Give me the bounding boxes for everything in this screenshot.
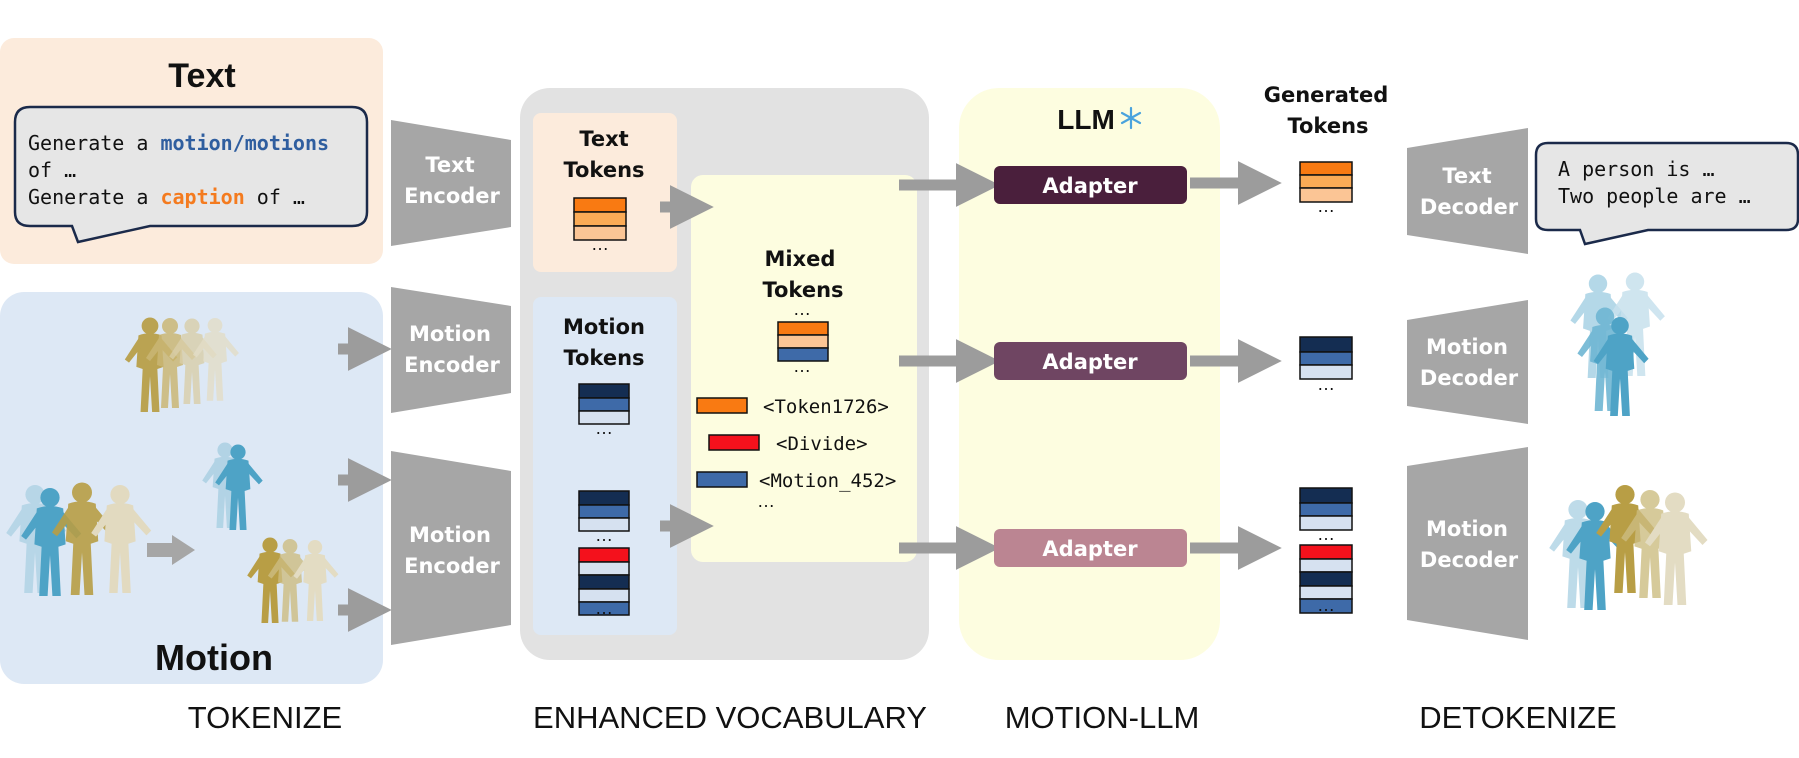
output-motion-figures-mixed — [1549, 485, 1708, 610]
caption-line1: A person is … — [1558, 157, 1715, 181]
svg-text:…: … — [793, 356, 811, 376]
svg-text:Decoder: Decoder — [1420, 195, 1519, 219]
svg-text:…: … — [595, 525, 613, 545]
output-motion-figures-blue — [1570, 272, 1665, 416]
svg-text:Generate a motion/motions: Generate a motion/motions — [28, 131, 329, 155]
mixed-tokens-panel — [691, 175, 917, 562]
motion-decoder-2: Motion Decoder — [1407, 447, 1528, 640]
caption-line2: Two people are … — [1558, 184, 1751, 208]
svg-text:Encoder: Encoder — [404, 554, 500, 578]
mixed-token-stack — [777, 321, 829, 362]
svg-text:…: … — [595, 418, 613, 438]
svg-text:Generate a caption of …: Generate a caption of … — [28, 185, 305, 209]
snowflake-icon — [1120, 106, 1142, 130]
section-label-tokenize: TOKENIZE — [188, 700, 342, 735]
motion-token-stack-3 — [578, 547, 630, 616]
generated-text-tokens — [1299, 161, 1353, 203]
motion-decoder-1: Motion Decoder — [1407, 300, 1528, 424]
sequence-arrow — [147, 535, 195, 565]
svg-text:Decoder: Decoder — [1420, 366, 1519, 390]
motion-token-stack-2 — [578, 490, 630, 532]
token-motion-example: <Motion_452> — [759, 470, 896, 492]
section-label-enhanced-vocabulary: ENHANCED VOCABULARY — [533, 700, 927, 735]
svg-text:Decoder: Decoder — [1420, 548, 1519, 572]
svg-text:Tokens: Tokens — [1287, 114, 1368, 138]
prompt-speech-bubble: Generate a motion/motions of … Generate … — [13, 105, 369, 244]
text-decoder: Text Decoder — [1407, 128, 1528, 254]
motion-encoder-2: Motion Encoder — [391, 451, 511, 645]
svg-text:…: … — [1317, 524, 1335, 544]
ellipsis: … — [591, 234, 609, 254]
adapter-text: Adapter — [994, 166, 1187, 204]
svg-text:…: … — [1317, 196, 1335, 216]
generated-divided-tokens — [1299, 544, 1353, 614]
mixed-tokens-label: Mixed — [765, 247, 836, 271]
caption-speech-bubble: A person is … Two people are … — [1534, 141, 1799, 246]
generated-motion-tokens — [1299, 336, 1353, 380]
svg-text:Tokens: Tokens — [563, 158, 644, 182]
text-encoder: Text Encoder — [391, 120, 511, 246]
svg-text:Tokens: Tokens — [563, 346, 644, 370]
llm-title: LLM — [1057, 104, 1115, 135]
adapter-motion: Adapter — [994, 342, 1187, 380]
svg-text:Encoder: Encoder — [404, 353, 500, 377]
svg-text:…: … — [1317, 374, 1335, 394]
caption-keyword: caption — [160, 185, 244, 209]
text-tokens-label: Text — [579, 127, 628, 151]
svg-text:Adapter: Adapter — [1042, 350, 1138, 374]
prompt-line1-prefix: Generate a — [28, 131, 160, 155]
svg-text:Adapter: Adapter — [1042, 537, 1138, 561]
text-input-title: Text — [168, 57, 235, 95]
text-token-stack — [573, 197, 627, 241]
svg-text:Text: Text — [1442, 164, 1491, 188]
token-legend: <Token1726> <Divide> <Motion_452> … — [696, 396, 896, 511]
svg-text:Motion: Motion — [409, 322, 491, 346]
generated-multi-motion-tokens — [1299, 487, 1353, 531]
svg-text:Motion: Motion — [1426, 335, 1508, 359]
section-label-detokenize: DETOKENIZE — [1419, 700, 1617, 735]
prompt-line2: of … — [28, 158, 76, 182]
svg-text:Adapter: Adapter — [1042, 174, 1138, 198]
adapter-multi-motion: Adapter — [994, 529, 1187, 567]
motion-input-title: Motion — [155, 637, 273, 678]
token-text-example: <Token1726> — [763, 396, 889, 418]
svg-text:…: … — [793, 299, 811, 319]
prompt-line3-prefix: Generate a — [28, 185, 160, 209]
svg-text:Motion: Motion — [1426, 517, 1508, 541]
svg-text:Encoder: Encoder — [404, 184, 500, 208]
motion-keyword: motion/motions — [160, 131, 329, 155]
token-divide-example: <Divide> — [776, 433, 868, 455]
motion-token-stack-1 — [578, 383, 630, 425]
svg-text:Tokens: Tokens — [762, 278, 843, 302]
prompt-line3-suffix: of … — [245, 185, 305, 209]
generated-tokens-label: Generated — [1264, 83, 1389, 107]
motion-tokens-panel — [533, 297, 677, 635]
svg-text:Motion: Motion — [409, 523, 491, 547]
section-label-motion-llm: MOTION-LLM — [1005, 700, 1200, 735]
svg-text:…: … — [757, 491, 775, 511]
motion-encoder-1: Motion Encoder — [391, 287, 511, 413]
text-tokens-panel — [533, 113, 677, 272]
svg-text:…: … — [595, 598, 613, 618]
svg-text:Text: Text — [425, 153, 474, 177]
svg-text:…: … — [1317, 595, 1335, 615]
motion-tokens-label: Motion — [563, 315, 645, 339]
